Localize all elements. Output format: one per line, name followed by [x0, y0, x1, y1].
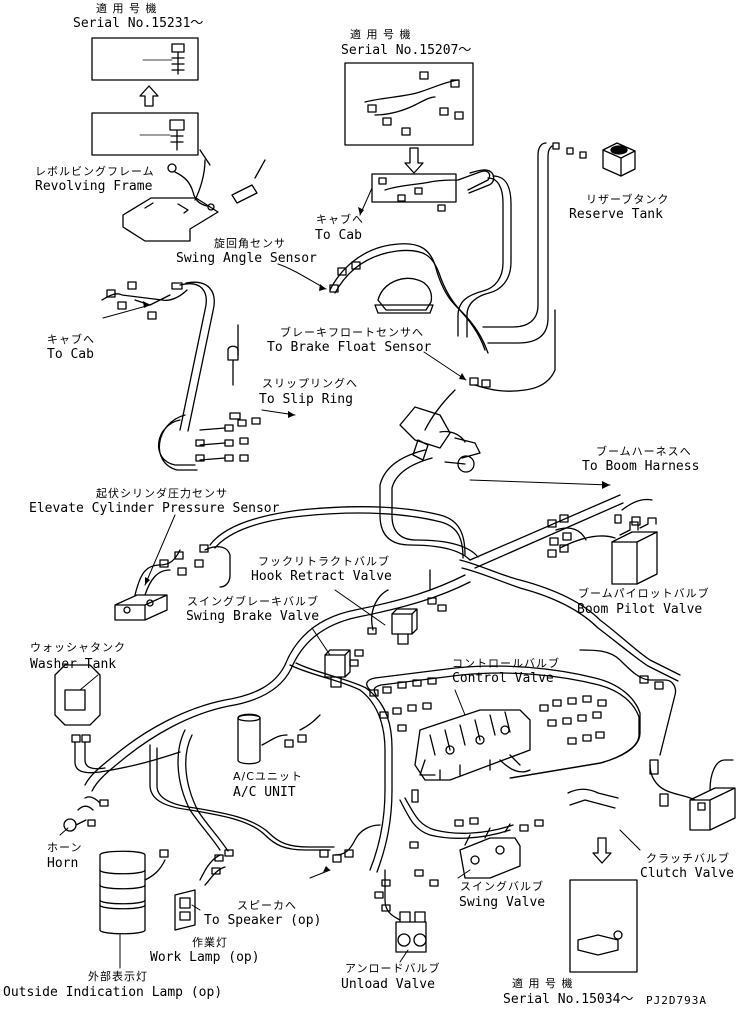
to-boom-harness-jp: ブームハーネスへ: [596, 445, 692, 458]
control-valve-jp: コントロールバルブ: [452, 657, 560, 670]
swing-unload-valves-drawing: [374, 789, 544, 953]
washer-tank-en: Washer Tank: [30, 657, 117, 672]
swing-angle-sensor-jp: 旋回角センサ: [214, 237, 286, 250]
ac-unit-en: A/C UNIT: [233, 785, 296, 800]
arrowheads: [143, 207, 610, 872]
reserve-tank-en: Reserve Tank: [569, 207, 663, 222]
serial-inset-top-center: [344, 62, 495, 212]
outside-lamp-jp: 外部表示灯: [88, 970, 148, 983]
serial-top-center-jp: 適 用 号 機: [350, 28, 412, 41]
ac-unit-jp: A/Cユニット: [233, 770, 303, 783]
serial-bottom-right-jp: 適 用 号 機: [512, 977, 574, 990]
reserve-tank-drawing: [482, 142, 636, 344]
hook-retract-valve-jp: フックリトラクトバルブ: [258, 555, 390, 568]
to-brake-float-sensor-jp: ブレーキフロートセンサへ: [280, 326, 424, 339]
boom-pilot-valve-en: Boom Pilot Valve: [577, 602, 703, 617]
revolving-frame-jp: レボルビングフレーム: [35, 165, 155, 178]
clutch-valve-en: Clutch Valve: [640, 866, 734, 881]
outside-lamp-en: Outside Indication Lamp (op): [3, 985, 223, 1000]
clutch-and-inset-drawing: [567, 759, 736, 973]
swing-valve-jp: スイングバルブ: [460, 880, 544, 893]
clutch-valve-jp: クラッチバルブ: [646, 852, 730, 865]
hook-retract-valve-en: Hook Retract Valve: [251, 569, 392, 584]
to-cab-left-en: To Cab: [47, 347, 94, 362]
to-cab-upper-en: To Cab: [315, 228, 362, 243]
horn-en: Horn: [47, 856, 79, 871]
swing-brake-valve-jp: スイングブレーキバルブ: [187, 595, 319, 608]
control-valve-drawing: [366, 665, 641, 781]
valves-middle-drawing: [324, 569, 447, 688]
swing-brake-valve-en: Swing Brake Valve: [186, 609, 320, 624]
to-cab-upper-jp: キャブへ: [316, 213, 364, 226]
to-slip-ring-jp: スリップリングへ: [262, 377, 358, 390]
harness-lower: [54, 574, 471, 935]
swing-valve-en: Swing Valve: [459, 895, 546, 910]
revolving-frame-en: Revolving Frame: [35, 179, 153, 194]
serial-top-left-en: Serial No.15231～: [73, 16, 204, 31]
washer-tank-jp: ウォッシャタンク: [30, 641, 126, 654]
work-lamp-jp: 作業灯: [192, 936, 228, 949]
to-boom-harness-en: To Boom Harness: [582, 459, 700, 474]
serial-top-left-jp: 適 用 号 機: [96, 2, 158, 15]
boom-pilot-valve-jp: ブームパイロットバルブ: [578, 587, 710, 600]
horn-jp: ホーン: [47, 841, 83, 854]
elevate-sensor-drawing: [114, 506, 466, 621]
reserve-tank-jp: リザーブタンク: [586, 193, 670, 206]
elevate-sensor-jp: 起伏シリンダ圧力センサ: [96, 487, 228, 500]
to-speaker-jp: スピーカへ: [237, 899, 297, 912]
swing-angle-sensor-en: Swing Angle Sensor: [176, 251, 317, 266]
to-brake-float-sensor-en: To Brake Float Sensor: [267, 340, 432, 355]
to-slip-ring-en: To Slip Ring: [259, 392, 353, 407]
harness-middle: [459, 494, 681, 756]
control-valve-en: Control Valve: [452, 671, 554, 686]
harness-upper: [329, 175, 556, 561]
to-cab-left-jp: キャブへ: [47, 333, 95, 346]
to-speaker-en: To Speaker (op): [204, 913, 322, 928]
drawing-code: PJ2D793A: [646, 994, 707, 1007]
revolving-frame-drawing: [122, 149, 266, 242]
serial-inset-top-left: [91, 37, 199, 156]
elevate-sensor-en: Elevate Cylinder Pressure Sensor: [29, 501, 280, 516]
unload-valve-jp: アンロードバルブ: [345, 962, 441, 975]
harness-left-cab: [101, 281, 261, 471]
serial-top-center-en: Serial No.15207～: [341, 43, 472, 58]
unload-valve-en: Unload Valve: [341, 977, 435, 992]
work-lamp-en: Work Lamp (op): [150, 950, 260, 965]
serial-bottom-right-en: Serial No.15034～: [503, 992, 634, 1007]
